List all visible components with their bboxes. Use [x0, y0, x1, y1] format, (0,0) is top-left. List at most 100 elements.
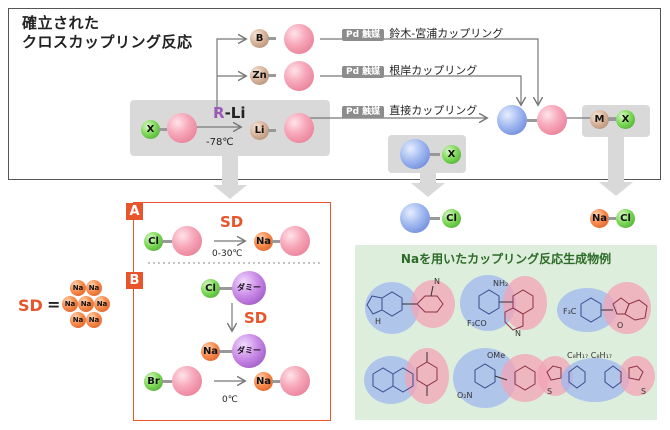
boron-atom: B [250, 29, 269, 48]
halogen-x-atom: X [616, 110, 635, 129]
example-indole-aniline: H N [365, 277, 455, 334]
chlorine-atom: Cl [201, 279, 220, 298]
sd-reagent-a: SD [220, 213, 244, 231]
bond [430, 217, 440, 220]
box-a-label: A [126, 203, 143, 220]
pd-badge: Pd 触媒 [342, 66, 385, 78]
bond [268, 37, 276, 40]
pd-badge: Pd 触媒 [342, 29, 385, 41]
bond [268, 74, 276, 77]
na-atom: Na [94, 296, 110, 312]
bond [268, 129, 276, 132]
r-group-ball [280, 366, 310, 396]
r-group-ball [167, 113, 197, 143]
metal-m-atom: M [590, 110, 609, 129]
r-group-ball [172, 366, 202, 396]
halogen-x-atom: X [442, 145, 461, 164]
negishi-label: Pd 触媒 根岸カップリング [342, 59, 477, 78]
pd-badge: Pd 触媒 [342, 106, 385, 118]
n-label: N [515, 329, 521, 338]
bond [159, 128, 167, 131]
sodium-atom: Na [254, 232, 273, 251]
top-frame [8, 8, 661, 180]
nh2-label: NH₂ [493, 279, 508, 288]
example-benzofuran: F₃C O [557, 282, 651, 334]
aryl-ball-blue [400, 139, 430, 169]
r-li-reagent: R-Li [213, 104, 246, 122]
example-structures: H N NH₂ F₃CO N F₃C O [364, 275, 655, 408]
example-benzyl-nitro: OMe O₂N [453, 348, 549, 408]
direct-text: 直接カップリング [389, 104, 478, 117]
sd-reagent-b: SD [244, 309, 268, 327]
bond [608, 118, 616, 121]
example-naphthyl-xylyl [364, 348, 449, 404]
na-atom: Na [86, 280, 102, 296]
no2-label: O₂N [457, 391, 473, 400]
bond [162, 240, 172, 243]
r-group-ball [284, 61, 314, 91]
n-label: N [434, 277, 440, 286]
zinc-atom: Zn [250, 66, 269, 85]
box-b-label: B [126, 272, 143, 289]
title-line-1: 確立された [22, 14, 100, 32]
na-atom: Na [78, 296, 94, 312]
na-atom: Na [86, 312, 102, 328]
bond [272, 240, 280, 243]
r-group-ball [280, 226, 310, 256]
direct-label: Pd 触媒 直接カップリング [342, 99, 477, 118]
suzuki-text: 鈴木-宮浦カップリング [389, 27, 504, 40]
example-aminoquinoline: NH₂ F₃CO N [460, 275, 547, 338]
title: 確立された クロスカップリング反応 [22, 14, 193, 52]
halogen-x-atom: X [141, 120, 160, 139]
na-atom: Na [70, 312, 86, 328]
product-ball-pink [537, 105, 567, 135]
title-line-2: クロスカップリング反応 [22, 33, 193, 51]
negishi-text: 根岸カップリング [389, 64, 478, 77]
s-label: S [641, 387, 646, 396]
sodium-cluster: Na Na Na Na Na Na Na [62, 278, 118, 332]
li-label: -Li [224, 104, 246, 122]
examples-title: Naを用いたカップリング反応生成物例 [400, 252, 612, 266]
bond [162, 380, 172, 383]
r-label: R [213, 104, 225, 122]
product-ball-blue [497, 105, 527, 135]
ab-frame [133, 202, 331, 421]
na-atom: Na [70, 280, 86, 296]
nh-label: H [375, 317, 381, 326]
ocf3-label: F₃CO [467, 319, 487, 328]
na-atom: Na [62, 296, 78, 312]
dummy-ball: ダミー [232, 271, 266, 305]
chlorine-atom: Cl [442, 209, 461, 228]
bromine-atom: Br [144, 372, 163, 391]
bond [272, 380, 280, 383]
bond [430, 153, 440, 156]
r-group-ball [172, 226, 202, 256]
lithium-atom: Li [250, 121, 269, 140]
sodium-atom: Na [201, 342, 220, 361]
temp-li: -78℃ [206, 137, 234, 148]
chlorine-atom: Cl [144, 232, 163, 251]
r-group-ball [284, 113, 314, 143]
sodium-atom: Na [254, 372, 273, 391]
temp-a: 0-30℃ [212, 249, 243, 259]
ome-label: OMe [487, 351, 505, 360]
temp-b: 0℃ [222, 395, 238, 405]
dummy-ball: ダミー [232, 334, 266, 368]
sd-definition-label: SD [18, 296, 43, 315]
equals-sign: = [47, 295, 61, 314]
example-fluorene-thiophene: C₈H₁₇ C₈H₁₇ S S [537, 351, 655, 402]
r-group-ball [284, 24, 314, 54]
bond [608, 217, 616, 220]
bond [219, 350, 235, 353]
bond [219, 287, 235, 290]
aryl-chloride-ball [400, 203, 430, 233]
sodium-atom: Na [590, 209, 609, 228]
f3c-label: F₃C [563, 307, 577, 316]
o-label: O [617, 321, 623, 330]
chain-label: C₈H₁₇ C₈H₁₇ [567, 351, 612, 360]
suzuki-label: Pd 触媒 鈴木-宮浦カップリング [342, 22, 503, 41]
bond [527, 119, 537, 122]
chlorine-atom: Cl [616, 209, 635, 228]
s-label: S [547, 387, 552, 396]
